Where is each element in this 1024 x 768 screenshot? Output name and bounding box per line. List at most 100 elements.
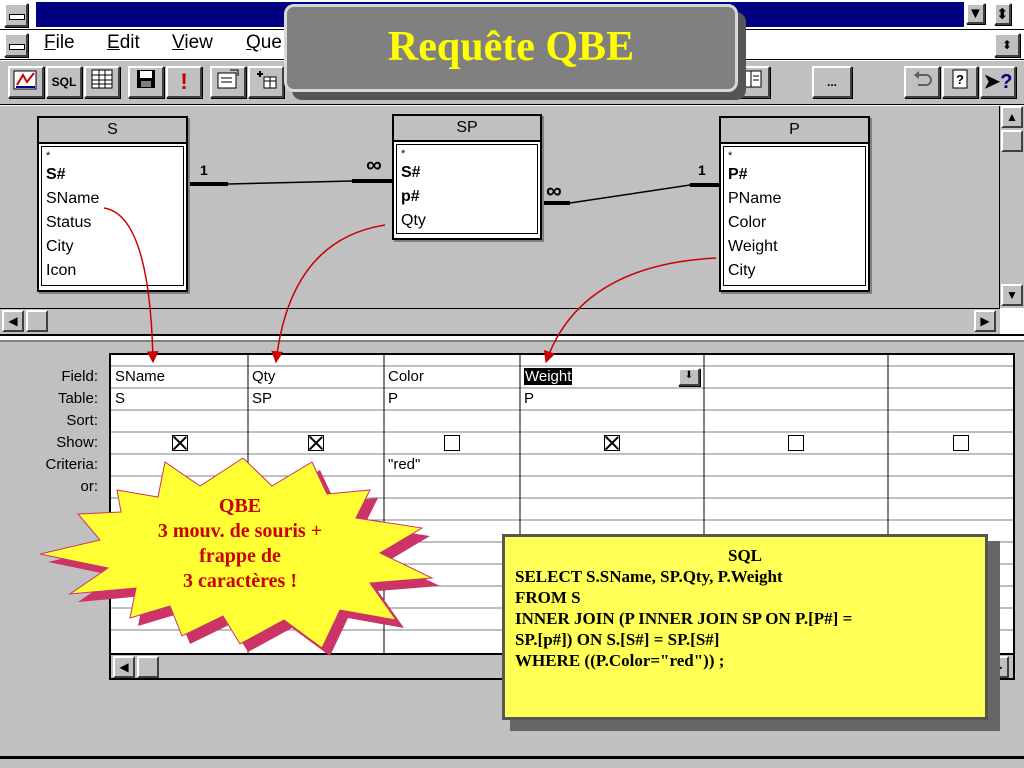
table-pane-horizontal-scrollbar[interactable]: ◀ ▶ (0, 308, 1000, 334)
floppy-disk-icon (137, 70, 155, 88)
dropdown-arrow-icon: ⬇ (684, 370, 694, 381)
restore-button[interactable]: ⬍ (994, 3, 1011, 25)
table-s-title[interactable]: S (39, 118, 186, 144)
row-label-table: Table: (57, 390, 98, 407)
save-button[interactable] (128, 66, 164, 98)
sql-line: SP.[p#]) ON S.[S#] = SP.[S#] (515, 630, 720, 649)
menu-query[interactable]: Que (246, 32, 282, 53)
callout-line: 3 mouv. de souris + (157, 520, 323, 542)
menu-edit[interactable]: Edit (107, 32, 140, 53)
callout-line: frappe de (199, 545, 281, 567)
table-p-field-list: * P# PName Color Weight City (723, 146, 866, 286)
grid-table-cell[interactable]: P (524, 390, 535, 407)
show-checkbox[interactable] (604, 435, 620, 451)
cue-cards-icon: ? (952, 69, 968, 89)
datasheet-view-button[interactable] (84, 66, 120, 98)
document-restore-button[interactable]: ⬍ (994, 33, 1020, 57)
sql-line: INNER JOIN (P INNER JOIN SP ON P.[P#] = (515, 609, 853, 628)
table-p-title[interactable]: P (721, 118, 868, 144)
grid-field-cell[interactable]: SName (115, 368, 166, 385)
table-field[interactable]: PName (728, 190, 782, 207)
relationship-lines (188, 179, 720, 205)
relation-sp-p-one: 1 (698, 162, 706, 178)
table-sp-field-list: * S# p# Qty (396, 144, 538, 234)
undo-button[interactable] (904, 66, 940, 98)
callout-line: 3 caractères ! (182, 570, 297, 592)
table-sp-title[interactable]: SP (394, 116, 540, 142)
show-checkbox[interactable] (172, 435, 188, 451)
menu-view[interactable]: View (172, 32, 213, 53)
scroll-left-arrow-icon[interactable]: ◀ (113, 656, 135, 678)
field-dropdown-button[interactable]: ⬇ (678, 368, 700, 386)
scroll-thumb[interactable] (137, 656, 159, 678)
design-view-button[interactable] (8, 66, 44, 98)
show-checkbox[interactable] (308, 435, 324, 451)
grid-table-cell[interactable]: SP (252, 390, 273, 407)
status-bar (0, 756, 1024, 768)
show-checkbox[interactable] (953, 435, 969, 451)
sql-callout-box: SQL SELECT S.SName, SP.Qty, P.Weight FRO… (502, 534, 988, 720)
scroll-down-arrow-icon[interactable]: ▼ (1001, 284, 1023, 306)
menu-file[interactable]: File (44, 32, 75, 53)
table-field[interactable]: Status (46, 214, 92, 231)
show-checkbox[interactable] (788, 435, 804, 451)
scroll-up-arrow-icon[interactable]: ▲ (1001, 106, 1023, 128)
table-field[interactable]: Icon (46, 262, 77, 279)
table-field-key[interactable]: S# (46, 166, 66, 183)
sql-view-button[interactable]: SQL (46, 66, 82, 98)
grid-field-cell-selected[interactable]: Weight (524, 368, 573, 385)
pane-splitter[interactable] (0, 334, 1024, 342)
table-field[interactable]: City (46, 238, 74, 255)
scroll-thumb[interactable] (26, 310, 48, 332)
build-button[interactable]: ... (812, 66, 852, 98)
minimize-button[interactable]: ▼ (966, 3, 985, 24)
grid-table-cell[interactable]: P (388, 390, 399, 407)
table-field-key[interactable]: p# (401, 188, 420, 205)
table-s[interactable]: S * S# SName Status City Icon (37, 116, 188, 292)
row-label-sort: Sort: (66, 412, 98, 429)
grid-field-cell[interactable]: Qty (252, 368, 276, 385)
table-field-key[interactable]: P# (728, 166, 748, 183)
undo-icon (914, 71, 932, 86)
pointer-icon: ➤ (983, 71, 1001, 93)
row-label-or: or: (80, 478, 98, 495)
table-field[interactable]: Weight (728, 238, 778, 255)
grid-criteria-cell[interactable]: "red" (388, 456, 421, 473)
table-p[interactable]: P * P# PName Color Weight City (719, 116, 870, 292)
grid-field-cell[interactable]: Color (388, 368, 424, 385)
table-field-all[interactable]: * (46, 150, 51, 162)
add-table-button[interactable] (248, 66, 284, 98)
relation-sp-p-many: ∞ (546, 178, 562, 203)
qbe-starburst (40, 458, 440, 656)
table-sp[interactable]: SP * S# p# Qty (392, 114, 542, 240)
add-table-icon (257, 71, 277, 89)
table-field-key[interactable]: S# (401, 164, 421, 181)
grid-table-cell[interactable]: S (115, 390, 126, 407)
document-system-menu-button[interactable] (4, 33, 28, 57)
properties-button[interactable] (210, 66, 246, 98)
table-field[interactable]: Color (728, 214, 767, 231)
table-field[interactable]: City (728, 262, 756, 279)
svg-text:?: ? (956, 72, 964, 87)
table-field[interactable]: SName (46, 190, 100, 207)
show-checkbox[interactable] (444, 435, 460, 451)
table-field-all[interactable]: * (728, 150, 733, 162)
row-label-field: Field: (61, 368, 98, 385)
sql-line: SELECT S.SName, SP.Qty, P.Weight (515, 567, 783, 586)
scroll-left-arrow-icon[interactable]: ◀ (2, 310, 24, 332)
design-view-icon (13, 70, 37, 90)
qbe-callout-text: QBE 3 mouv. de souris + frappe de 3 cara… (120, 494, 360, 594)
relation-s-sp-many: ∞ (366, 152, 382, 177)
row-label-show: Show: (56, 434, 98, 451)
run-button[interactable]: ! (166, 66, 202, 98)
table-pane-vertical-scrollbar[interactable]: ▲ ▼ (999, 106, 1024, 308)
table-field[interactable]: Qty (401, 212, 426, 229)
table-field-all[interactable]: * (401, 148, 406, 160)
cue-cards-button[interactable]: ? (942, 66, 978, 98)
properties-icon (217, 69, 239, 89)
help-button[interactable]: ➤? (980, 66, 1016, 98)
system-menu-button[interactable] (4, 3, 28, 27)
scroll-right-arrow-icon[interactable]: ▶ (974, 310, 996, 332)
scroll-thumb[interactable] (1001, 130, 1023, 152)
